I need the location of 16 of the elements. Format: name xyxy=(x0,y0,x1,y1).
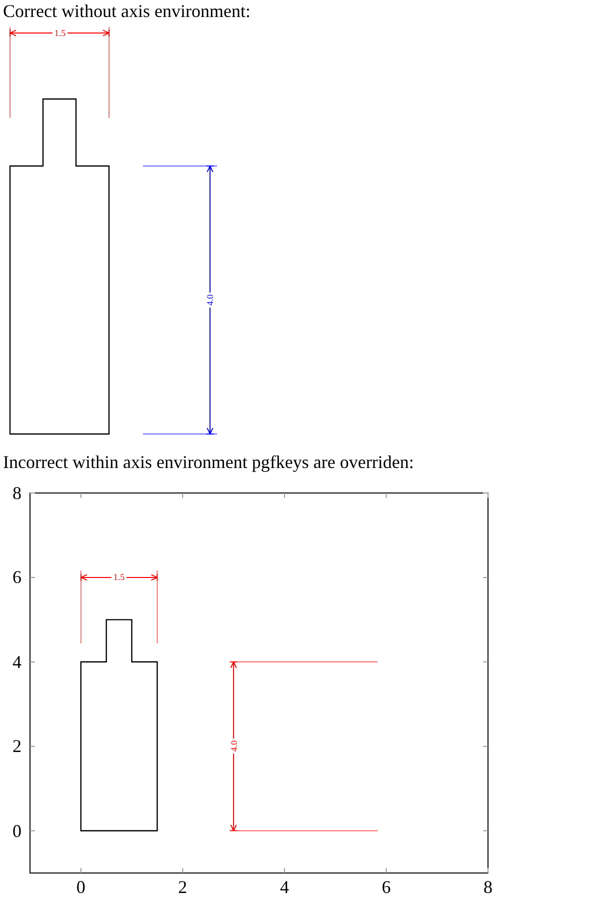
dimension-label: 1.5 xyxy=(111,572,127,582)
tick-label: 8 xyxy=(12,483,22,503)
dimension-label: 4.0 xyxy=(228,738,239,754)
heading: Incorrect within axis environment pgfkeys are overriden: xyxy=(3,452,414,472)
tick-label: 6 xyxy=(12,567,22,588)
tick-label: 0 xyxy=(12,820,22,841)
dimension-label: 4.0 xyxy=(205,292,215,308)
tick-label: 4 xyxy=(280,877,289,897)
heading: Correct without axis environment: xyxy=(3,1,250,21)
tick-label: 6 xyxy=(382,877,391,897)
tick-label: 8 xyxy=(484,877,492,897)
tick-label: 2 xyxy=(12,736,22,756)
tick-label: 0 xyxy=(76,877,86,897)
tick-label: 4 xyxy=(12,652,22,672)
dimension-label: 1.5 xyxy=(52,28,68,38)
tick-label: 2 xyxy=(178,877,188,897)
